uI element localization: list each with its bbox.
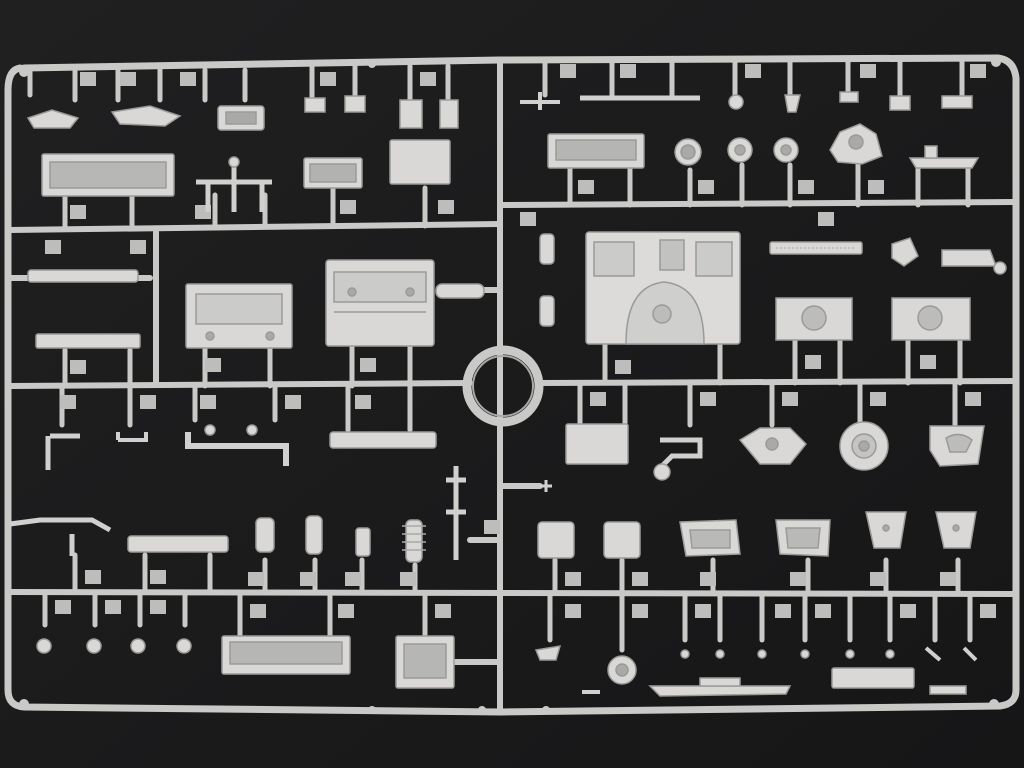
runner-pins <box>19 57 1001 714</box>
sprue-frame <box>4 54 1020 716</box>
parts-middle-band <box>45 421 985 481</box>
parts-bottom-band <box>36 635 978 697</box>
parts-left-middle <box>27 233 555 349</box>
part-hull-plate <box>585 231 741 345</box>
parts-top-right <box>520 91 980 169</box>
parts-top-left <box>26 95 459 212</box>
parts-right-middle <box>769 237 1007 341</box>
gate-tabs <box>45 64 996 618</box>
sprue-center-ring <box>462 345 544 427</box>
parts-lower-band <box>9 466 977 563</box>
sprue-gates <box>27 59 973 653</box>
